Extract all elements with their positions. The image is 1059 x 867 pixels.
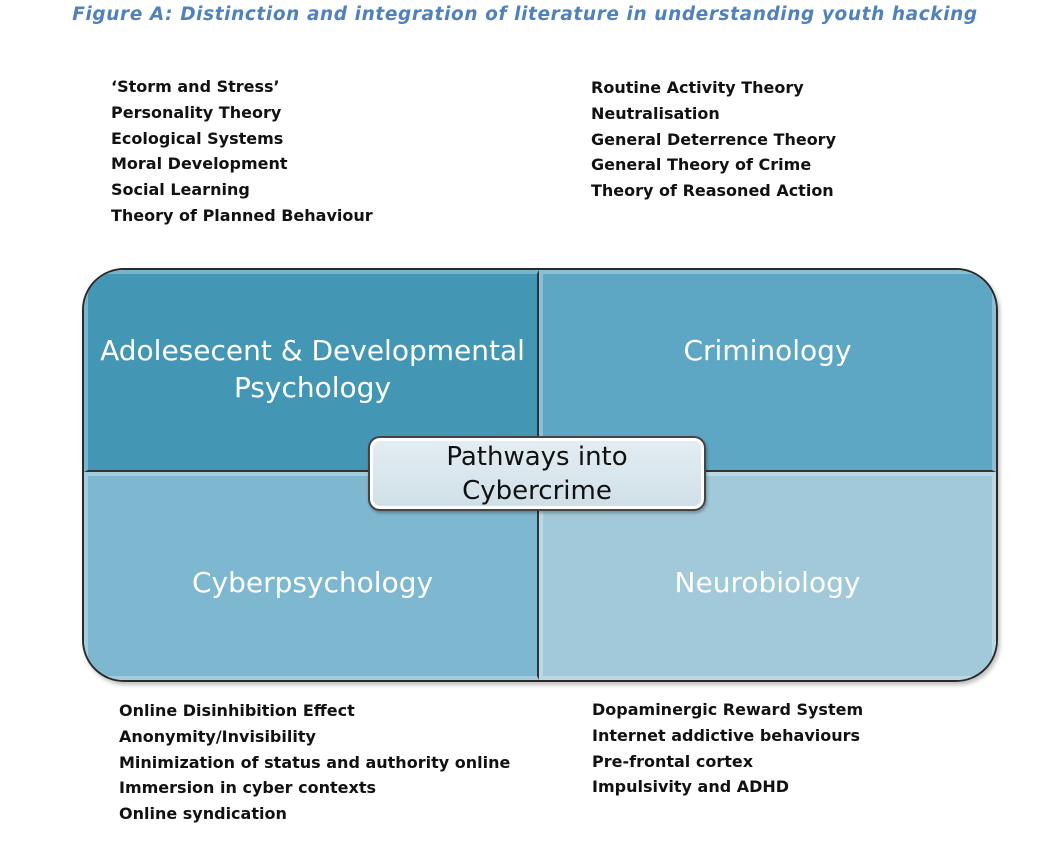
list-item: Routine Activity Theory	[591, 78, 804, 97]
quadrant-label-line: Psychology	[233, 371, 392, 404]
list-item: Online syndication	[119, 804, 287, 824]
list-item: Minimization of status and authority onl…	[119, 752, 511, 772]
list-item: Ecological Systems	[111, 128, 284, 148]
list-item: Moral Development	[111, 154, 288, 174]
center-label-line: Cybercrime	[462, 476, 612, 506]
list-item: Impulsivity and ADHD	[592, 777, 790, 797]
list-item: Internet addictive behaviours	[592, 725, 861, 745]
quadrant-label: Criminology	[683, 334, 852, 367]
quadrant-label: Cyberpsychology	[191, 566, 434, 599]
quadrant-label: Adolesecent & Developmental Psychology	[88, 332, 537, 406]
list-item: Dopaminergic Reward System	[592, 700, 864, 719]
list-item: Theory of Planned Behaviour	[111, 205, 373, 225]
center-label-line: Pathways into	[446, 442, 628, 472]
list-item: Neutralisation	[591, 103, 720, 123]
quadrant-label: Neurobiology	[674, 566, 861, 599]
list-item: ‘Storm and Stress’	[111, 77, 280, 96]
list-item: Immersion in cyber contexts	[119, 778, 376, 798]
list-item: Pre-frontal cortex	[592, 751, 754, 771]
list-item: Anonymity/Invisibility	[119, 726, 316, 746]
list-item: General Theory of Crime	[591, 155, 812, 175]
list-cyberpsychology-concepts: Online Disinhibition Effect Anonymity/In…	[119, 698, 510, 827]
list-neurobiology-concepts: Dopaminergic Reward System Internet addi…	[592, 697, 863, 800]
list-item: Online Disinhibition Effect	[119, 701, 355, 720]
list-item: Social Learning	[111, 180, 250, 200]
list-developmental-theories: ‘Storm and Stress’ Personality Theory Ec…	[111, 74, 373, 229]
list-item: Personality Theory	[111, 102, 282, 122]
list-item: General Deterrence Theory	[591, 129, 836, 149]
list-item: Theory of Reasoned Action	[591, 181, 834, 201]
figure-title: Figure A: Distinction and integration of…	[72, 4, 978, 25]
list-criminology-theories: Routine Activity Theory Neutralisation G…	[591, 75, 836, 204]
center-box-pathways: Pathways into Cybercrime	[368, 436, 706, 511]
quadrant-label-line: Adolesecent & Developmental	[100, 334, 525, 367]
